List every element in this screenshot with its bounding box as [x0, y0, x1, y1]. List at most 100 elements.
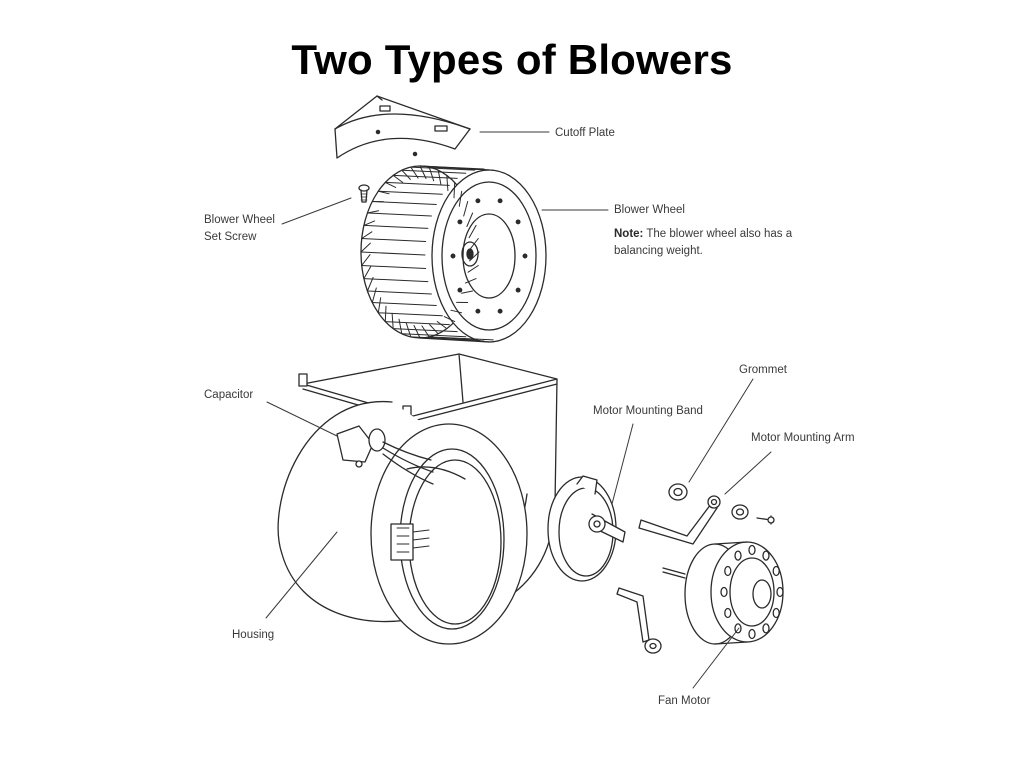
wheel-blade-edge	[463, 201, 469, 217]
wheel-hub-holes	[450, 198, 528, 314]
wheel-blade-edge	[366, 277, 374, 292]
wheel-blade-edge	[384, 181, 397, 188]
wheel-blade-edge	[363, 220, 376, 226]
label-cutoff-plate: Cutoff Plate	[555, 127, 615, 139]
wheel-blade-edge	[377, 190, 390, 195]
wheel-blade-edge	[446, 174, 449, 192]
wheel-blade	[410, 166, 476, 171]
motor-vent	[720, 586, 728, 598]
wheel-blade-edge	[469, 251, 480, 262]
wheel-blade-edge	[361, 231, 373, 239]
wheel-blade-edge	[413, 325, 421, 339]
wheel-blade-edge	[467, 265, 479, 273]
wheel-blade	[366, 290, 432, 295]
label-motor-mounting-arm: Motor Mounting Arm	[751, 432, 855, 444]
wheel-blade-edge	[401, 169, 411, 180]
wheel-blades	[360, 165, 494, 342]
leader-fan-motor	[692, 627, 740, 689]
leader-lines	[265, 131, 772, 689]
wheel-blade-edge	[410, 166, 419, 179]
leader-set-screw	[281, 197, 352, 225]
wheel-blade-edge	[361, 254, 371, 266]
label-set-screw-line2: Set Screw	[204, 231, 257, 243]
hub-hole	[497, 308, 503, 314]
motor-vent	[776, 586, 784, 598]
wheel-blade-edge	[391, 312, 394, 330]
label-grommet: Grommet	[739, 364, 787, 376]
wheel-blade-edge	[398, 318, 403, 335]
motor-vents	[720, 544, 784, 640]
wheel-blade-edge	[436, 321, 448, 330]
leader-capacitor	[266, 401, 338, 437]
blower-exploded-diagram	[187, 84, 880, 744]
motor-vent	[772, 607, 780, 619]
wheel-blade	[377, 190, 443, 195]
wheel-blade	[366, 212, 432, 217]
hub-hole	[515, 219, 521, 225]
wheel-blade	[428, 336, 494, 341]
hub-hole	[522, 253, 528, 259]
wheel-blade-edge	[469, 238, 479, 250]
wheel-blade-edge	[363, 265, 372, 280]
wheel-blade	[419, 165, 485, 170]
leader-grommet	[688, 378, 754, 483]
label-motor-mounting-band: Motor Mounting Band	[593, 405, 703, 417]
diagram-drawing	[265, 95, 784, 689]
wheel-blade-edge	[384, 305, 387, 323]
motor-mounting-arm-parts	[616, 495, 775, 654]
wheel-blade-edge	[419, 165, 427, 179]
hub-hole	[475, 198, 481, 204]
slide-title: Two Types of Blowers	[291, 36, 733, 83]
wheel-blade	[384, 321, 450, 326]
wheel-blade-edge	[443, 316, 456, 323]
hub-hole	[497, 198, 503, 204]
wheel-blade-edge	[468, 224, 477, 239]
wheel-blade	[377, 312, 443, 317]
motor-vent	[724, 565, 732, 577]
wheel-blade	[384, 181, 450, 186]
wheel-blade	[392, 328, 458, 333]
hub-hole	[515, 287, 521, 293]
hub-hole	[457, 287, 463, 293]
wheel-blade	[371, 302, 437, 306]
motor-vent	[734, 550, 742, 561]
label-blower-wheel: Blower Wheel	[614, 204, 685, 216]
cutoff-plate-part	[334, 95, 471, 159]
hub-hole	[457, 219, 463, 225]
wheel-blade-edge	[453, 181, 456, 199]
wheel-blade-edge	[464, 278, 477, 284]
wheel-blade	[419, 337, 485, 342]
blower-wheel-part	[360, 165, 547, 343]
wheel-blade-edge	[437, 169, 442, 186]
wheel-blade	[361, 238, 427, 242]
leader-motor-mounting-arm	[724, 451, 772, 495]
wheel-blade-edge	[377, 297, 382, 314]
leader-housing	[265, 531, 338, 619]
label-housing: Housing	[232, 629, 275, 641]
motor-mounting-band-part	[547, 475, 626, 582]
hub-hole	[450, 253, 456, 259]
wheel-blade-edge	[461, 290, 474, 294]
motor-vent	[748, 544, 756, 556]
wheel-blade-edge	[429, 324, 439, 335]
wheel-blade-edge	[371, 287, 377, 303]
hub-hole	[475, 308, 481, 314]
grommet-parts	[668, 483, 749, 520]
wheel-blade	[363, 278, 429, 283]
label-set-screw-line1: Blower Wheel	[204, 214, 275, 226]
wheel-blade	[410, 336, 476, 341]
wheel-blade-edge	[466, 212, 474, 227]
wheel-blade	[401, 333, 467, 338]
wheel-blade	[361, 265, 427, 269]
label-capacitor: Capacitor	[204, 389, 254, 401]
motor-vent	[762, 623, 770, 634]
wheel-blade	[360, 251, 426, 256]
fan-motor-part	[662, 541, 784, 645]
label-fan-motor: Fan Motor	[658, 695, 711, 707]
wheel-blade-edge	[392, 174, 404, 183]
motor-vent	[772, 565, 780, 577]
wheel-blade-edge	[360, 242, 371, 253]
housing-part	[277, 353, 558, 645]
wheel-blade	[363, 224, 429, 229]
note-label: Note:	[614, 228, 644, 240]
